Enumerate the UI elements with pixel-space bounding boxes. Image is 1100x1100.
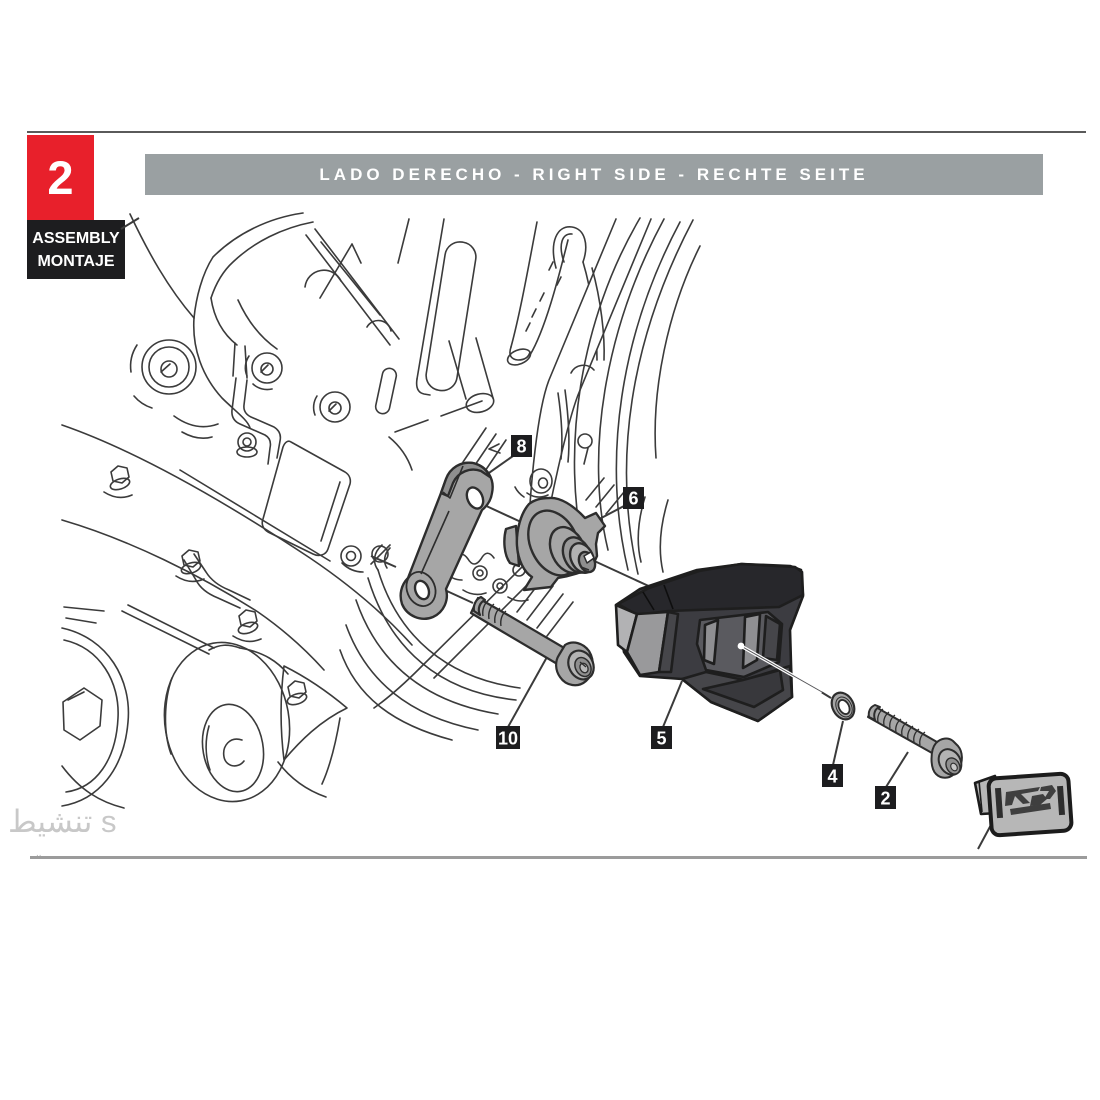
svg-text:5: 5 <box>656 729 666 749</box>
svg-text:2: 2 <box>880 789 890 809</box>
svg-text:6: 6 <box>628 489 638 509</box>
svg-text:4: 4 <box>827 767 837 787</box>
svg-text:8: 8 <box>516 437 526 457</box>
svg-text:10: 10 <box>498 729 518 749</box>
